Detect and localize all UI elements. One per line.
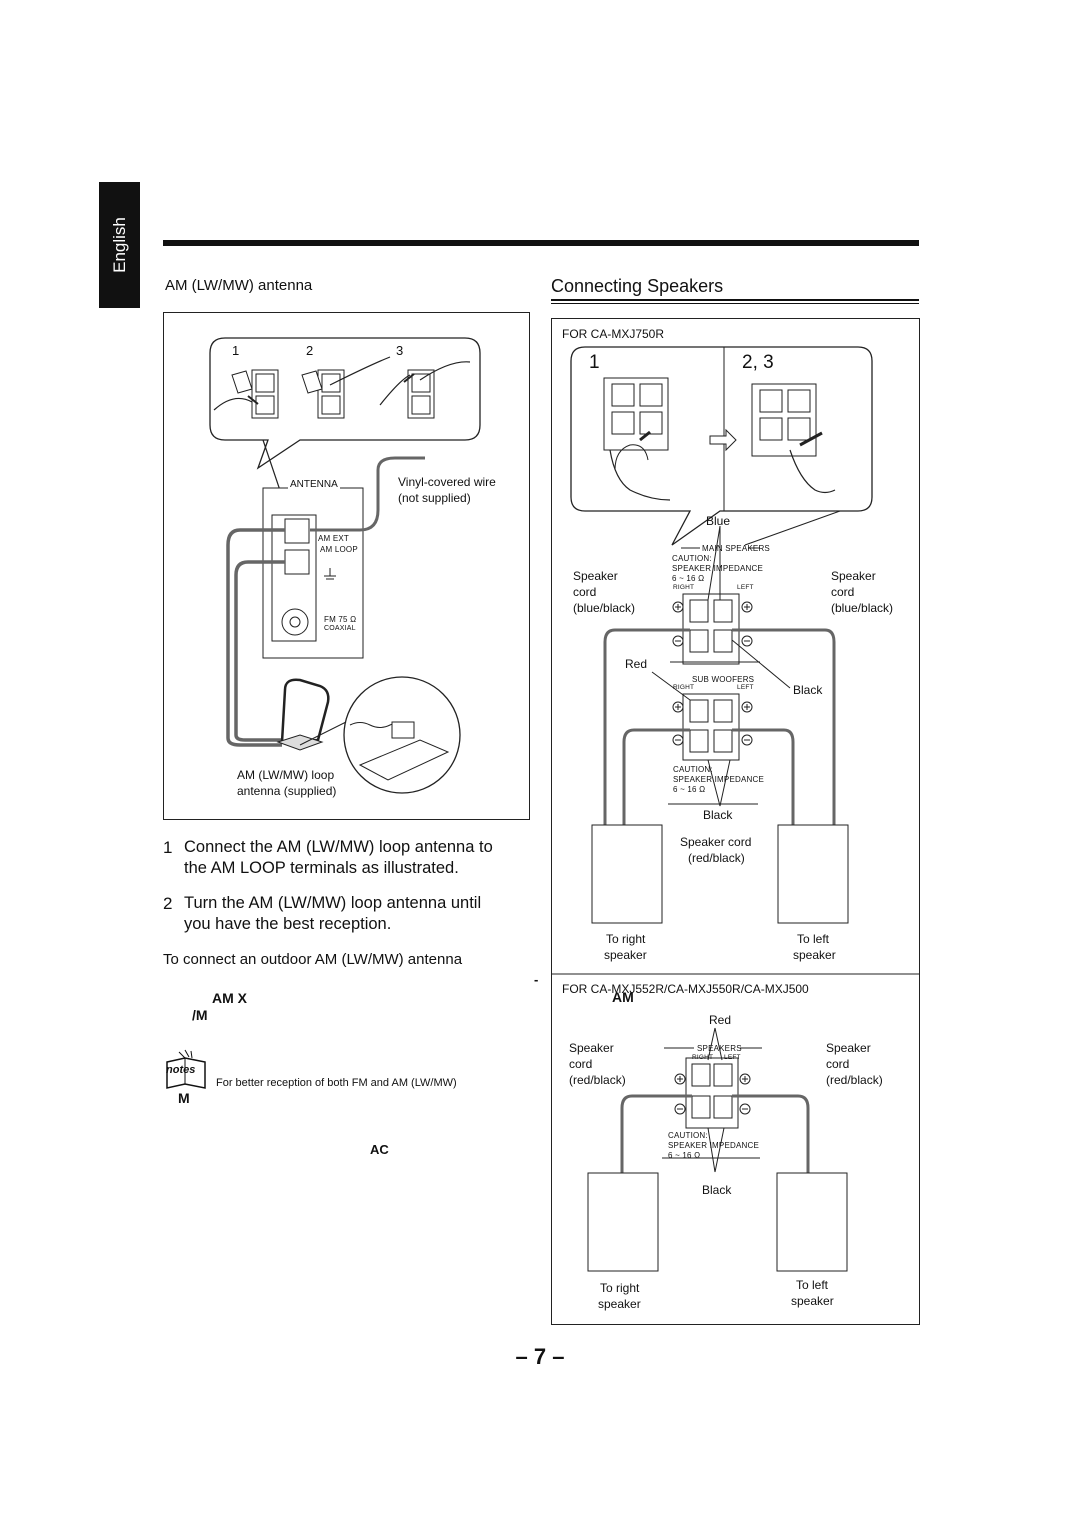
notes-text: For better reception of both FM and AM (… <box>216 1077 457 1089</box>
sub-woofers-label: SUB WOOFERS <box>692 675 755 684</box>
black-label-2: Black <box>703 808 733 822</box>
am-step-3-label: 3 <box>396 343 404 358</box>
cord-red-left-1: Speaker <box>569 1041 614 1055</box>
coaxial-label: COAXIAL <box>324 625 356 632</box>
am-step-1-label: 1 <box>232 343 240 358</box>
speakers-label: SPEAKERS <box>697 1044 742 1053</box>
am-antenna-heading: AM (LW/MW) antenna <box>165 277 313 294</box>
cord-blue-left-1: Speaker <box>573 569 618 583</box>
impedance-value-2: 6 ~ 16 Ω <box>673 785 706 794</box>
cord-redblack-1: Speaker cord <box>680 835 752 849</box>
black-label-3: Black <box>702 1183 732 1197</box>
to-right-4: speaker <box>598 1297 641 1311</box>
loop-antenna-note: antenna (supplied) <box>237 784 337 798</box>
step-2-line-2: you have the best reception. <box>184 915 392 933</box>
notes-icon <box>166 1049 206 1089</box>
page-number: – 7 – <box>515 1344 565 1369</box>
to-left-3: To left <box>796 1278 829 1292</box>
step-2-number: 2 <box>163 894 173 913</box>
vinyl-wire-note: (not supplied) <box>398 491 471 505</box>
model-750-label: FOR CA-MXJ750R <box>562 327 665 341</box>
speaker-step-1-label: 1 <box>589 352 600 373</box>
notes-icon-label: notes <box>166 1064 196 1076</box>
cord-red-left-3: (red/black) <box>569 1073 626 1087</box>
speaker-step-23-label: 2, 3 <box>742 352 774 373</box>
step-1-number: 1 <box>163 838 173 857</box>
cord-redblack-2: (red/black) <box>688 851 745 865</box>
left-label-1: LEFT <box>737 584 754 591</box>
am-step-2-label: 2 <box>306 343 314 358</box>
caution-label-2: CAUTION: <box>673 765 713 774</box>
antenna-panel-label: ANTENNA <box>288 479 340 490</box>
cord-blue-left-3: (blue/black) <box>573 601 636 615</box>
fragment-m: M <box>178 1090 190 1106</box>
caution-label-3: CAUTION: <box>668 1131 708 1140</box>
left-label-2: LEFT <box>737 684 754 691</box>
overlap-am-fragment: AM <box>612 989 634 1005</box>
step-2-line-1: Turn the AM (LW/MW) loop antenna until <box>184 894 482 912</box>
impedance-label-3: SPEAKER IMPEDANCE <box>668 1141 759 1150</box>
to-left-2: speaker <box>793 948 836 962</box>
cord-red-left-2: cord <box>569 1057 593 1071</box>
cord-blue-right-1: Speaker <box>831 569 876 583</box>
header-rule <box>163 240 919 246</box>
fragment-am-x: AM X <box>212 990 247 1006</box>
impedance-value-3: 6 ~ 16 Ω <box>668 1151 701 1160</box>
impedance-label-1: SPEAKER IMPEDANCE <box>672 564 763 573</box>
speakers-figure <box>551 318 920 1325</box>
loop-antenna-label: AM (LW/MW) loop <box>237 768 335 782</box>
cord-blue-right-3: (blue/black) <box>831 601 894 615</box>
red-label-2: Red <box>709 1013 732 1027</box>
to-left-1: To left <box>797 932 830 946</box>
to-right-1: To right <box>606 932 646 946</box>
am-loop-label: AM LOOP <box>320 545 358 554</box>
outdoor-antenna-heading: To connect an outdoor AM (LW/MW) antenna <box>163 951 463 968</box>
fragment-ac: AC <box>370 1142 389 1157</box>
black-label-1: Black <box>793 683 823 697</box>
fm-75-label: FM 75 Ω <box>324 615 357 624</box>
step-1-line-2: the AM LOOP terminals as illustrated. <box>184 859 459 877</box>
cord-red-right-3: (red/black) <box>826 1073 883 1087</box>
step-1-line-1: Connect the AM (LW/MW) loop antenna to <box>184 838 493 856</box>
red-label-1: Red <box>625 657 648 671</box>
cord-blue-right-2: cord <box>831 585 855 599</box>
blue-label: Blue <box>706 514 731 528</box>
vinyl-wire-label: Vinyl-covered wire <box>398 475 496 489</box>
am-ext-label: AM EXT <box>318 534 349 543</box>
cord-red-right-1: Speaker <box>826 1041 871 1055</box>
fragment-dash: - <box>534 972 539 987</box>
to-right-3: To right <box>600 1281 640 1295</box>
cord-red-right-2: cord <box>826 1057 850 1071</box>
left-label-3: LEFT <box>724 1054 741 1061</box>
language-tab: English <box>99 182 140 308</box>
fragment-slash-m: /M <box>192 1007 208 1023</box>
right-label-2: RIGHT <box>673 684 695 691</box>
am-antenna-figure <box>163 312 530 820</box>
impedance-label-2: SPEAKER IMPEDANCE <box>673 775 764 784</box>
model-552-label: FOR CA-MXJ552R/CA-MXJ550R/CA-MXJ500 <box>562 982 809 996</box>
to-right-2: speaker <box>604 948 647 962</box>
right-label-3: RIGHT <box>692 1054 714 1061</box>
cord-blue-left-2: cord <box>573 585 597 599</box>
impedance-value-1: 6 ~ 16 Ω <box>672 574 705 583</box>
right-label-1: RIGHT <box>673 584 695 591</box>
main-speakers-label: MAIN SPEAKERS <box>702 544 770 553</box>
connecting-speakers-heading: Connecting Speakers <box>551 276 724 296</box>
caution-label-1: CAUTION: <box>672 554 712 563</box>
to-left-4: speaker <box>791 1294 834 1308</box>
heading-rule <box>551 299 919 301</box>
heading-rule-thin <box>551 303 919 304</box>
